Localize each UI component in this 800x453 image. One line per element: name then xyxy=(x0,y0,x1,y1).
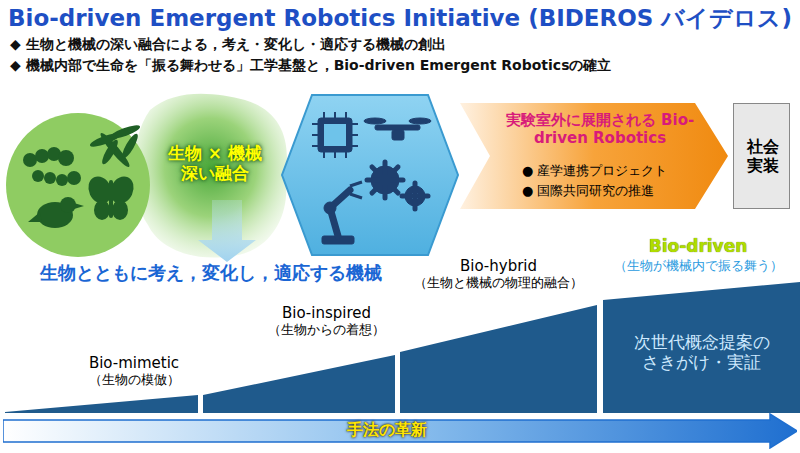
node-text: （生物の模倣） xyxy=(70,372,198,388)
node-text: ● 産学連携プロジェクト xyxy=(522,163,702,179)
node-text: Bio-driven xyxy=(603,236,793,256)
fusion-blob xyxy=(134,94,287,258)
bullet-note: ◆ 機械内部で生命を「振る舞わせる」工学基盤と，Bio-driven Emerg… xyxy=(10,57,790,74)
organism-circle xyxy=(6,113,150,257)
stage-step: Bio-driven （生物が機械内で振る舞う） 次世代概念提案の さきがけ・実証 xyxy=(603,236,800,413)
node-text: Bio-hybrid xyxy=(400,257,597,275)
method-arrow: 手法の革新 xyxy=(3,413,797,449)
node-text: （生物からの着想） xyxy=(258,322,395,338)
deploy-arrow-outline xyxy=(460,103,728,209)
node-text: 手法の革新 xyxy=(3,420,770,439)
node-text: （生物が機械内で振る舞う） xyxy=(603,258,793,274)
method-arrow-outline xyxy=(3,414,797,448)
node-text: 社会 実装 xyxy=(734,137,791,175)
node-text: 次世代概念提案の さきがけ・実証 xyxy=(615,332,788,373)
stage-step: Bio-inspired（生物からの着想） xyxy=(203,302,395,413)
down-arrow xyxy=(198,200,256,262)
node-text: 生物 × 機械 深い融合 xyxy=(150,143,280,184)
bullet-note: ◆ 生物と機械の深い融合による，考え・変化し・適応する機械の創出 xyxy=(10,36,790,53)
node-text: Bio-inspired xyxy=(258,304,395,322)
stage-step: Bio-hybrid（生物と機械の物理的融合） xyxy=(400,255,597,413)
stage-step-outline xyxy=(400,305,597,413)
machine-icons xyxy=(312,112,431,244)
node-text: ● 国際共同研究の推進 xyxy=(522,183,702,199)
stage-step-outline xyxy=(203,355,395,413)
fusion-node: 生物 × 機械 深い融合 xyxy=(150,135,280,205)
machine-hexagon xyxy=(282,95,458,255)
concept-label: 生物とともに考え，変化し，適応する機械 xyxy=(40,262,430,284)
node-text: （生物と機械の物理的融合） xyxy=(400,275,597,291)
organism-icons xyxy=(23,123,141,228)
stage-step-outline xyxy=(5,395,198,413)
stage-step-outline xyxy=(603,282,800,413)
stage-step: Bio-mimetic（生物の模倣） xyxy=(5,352,198,413)
title: Bio-driven Emergent Robotics Initiative … xyxy=(8,5,794,33)
society-box: 社会 実装 xyxy=(733,103,790,209)
node-text: 実験室外に展開される Bio-driven Robotics xyxy=(500,111,700,147)
node-text: Bio-mimetic xyxy=(70,354,198,372)
deploy-arrow: 実験室外に展開される Bio-driven Robotics ● 産学連携プロジェ… xyxy=(460,103,728,209)
